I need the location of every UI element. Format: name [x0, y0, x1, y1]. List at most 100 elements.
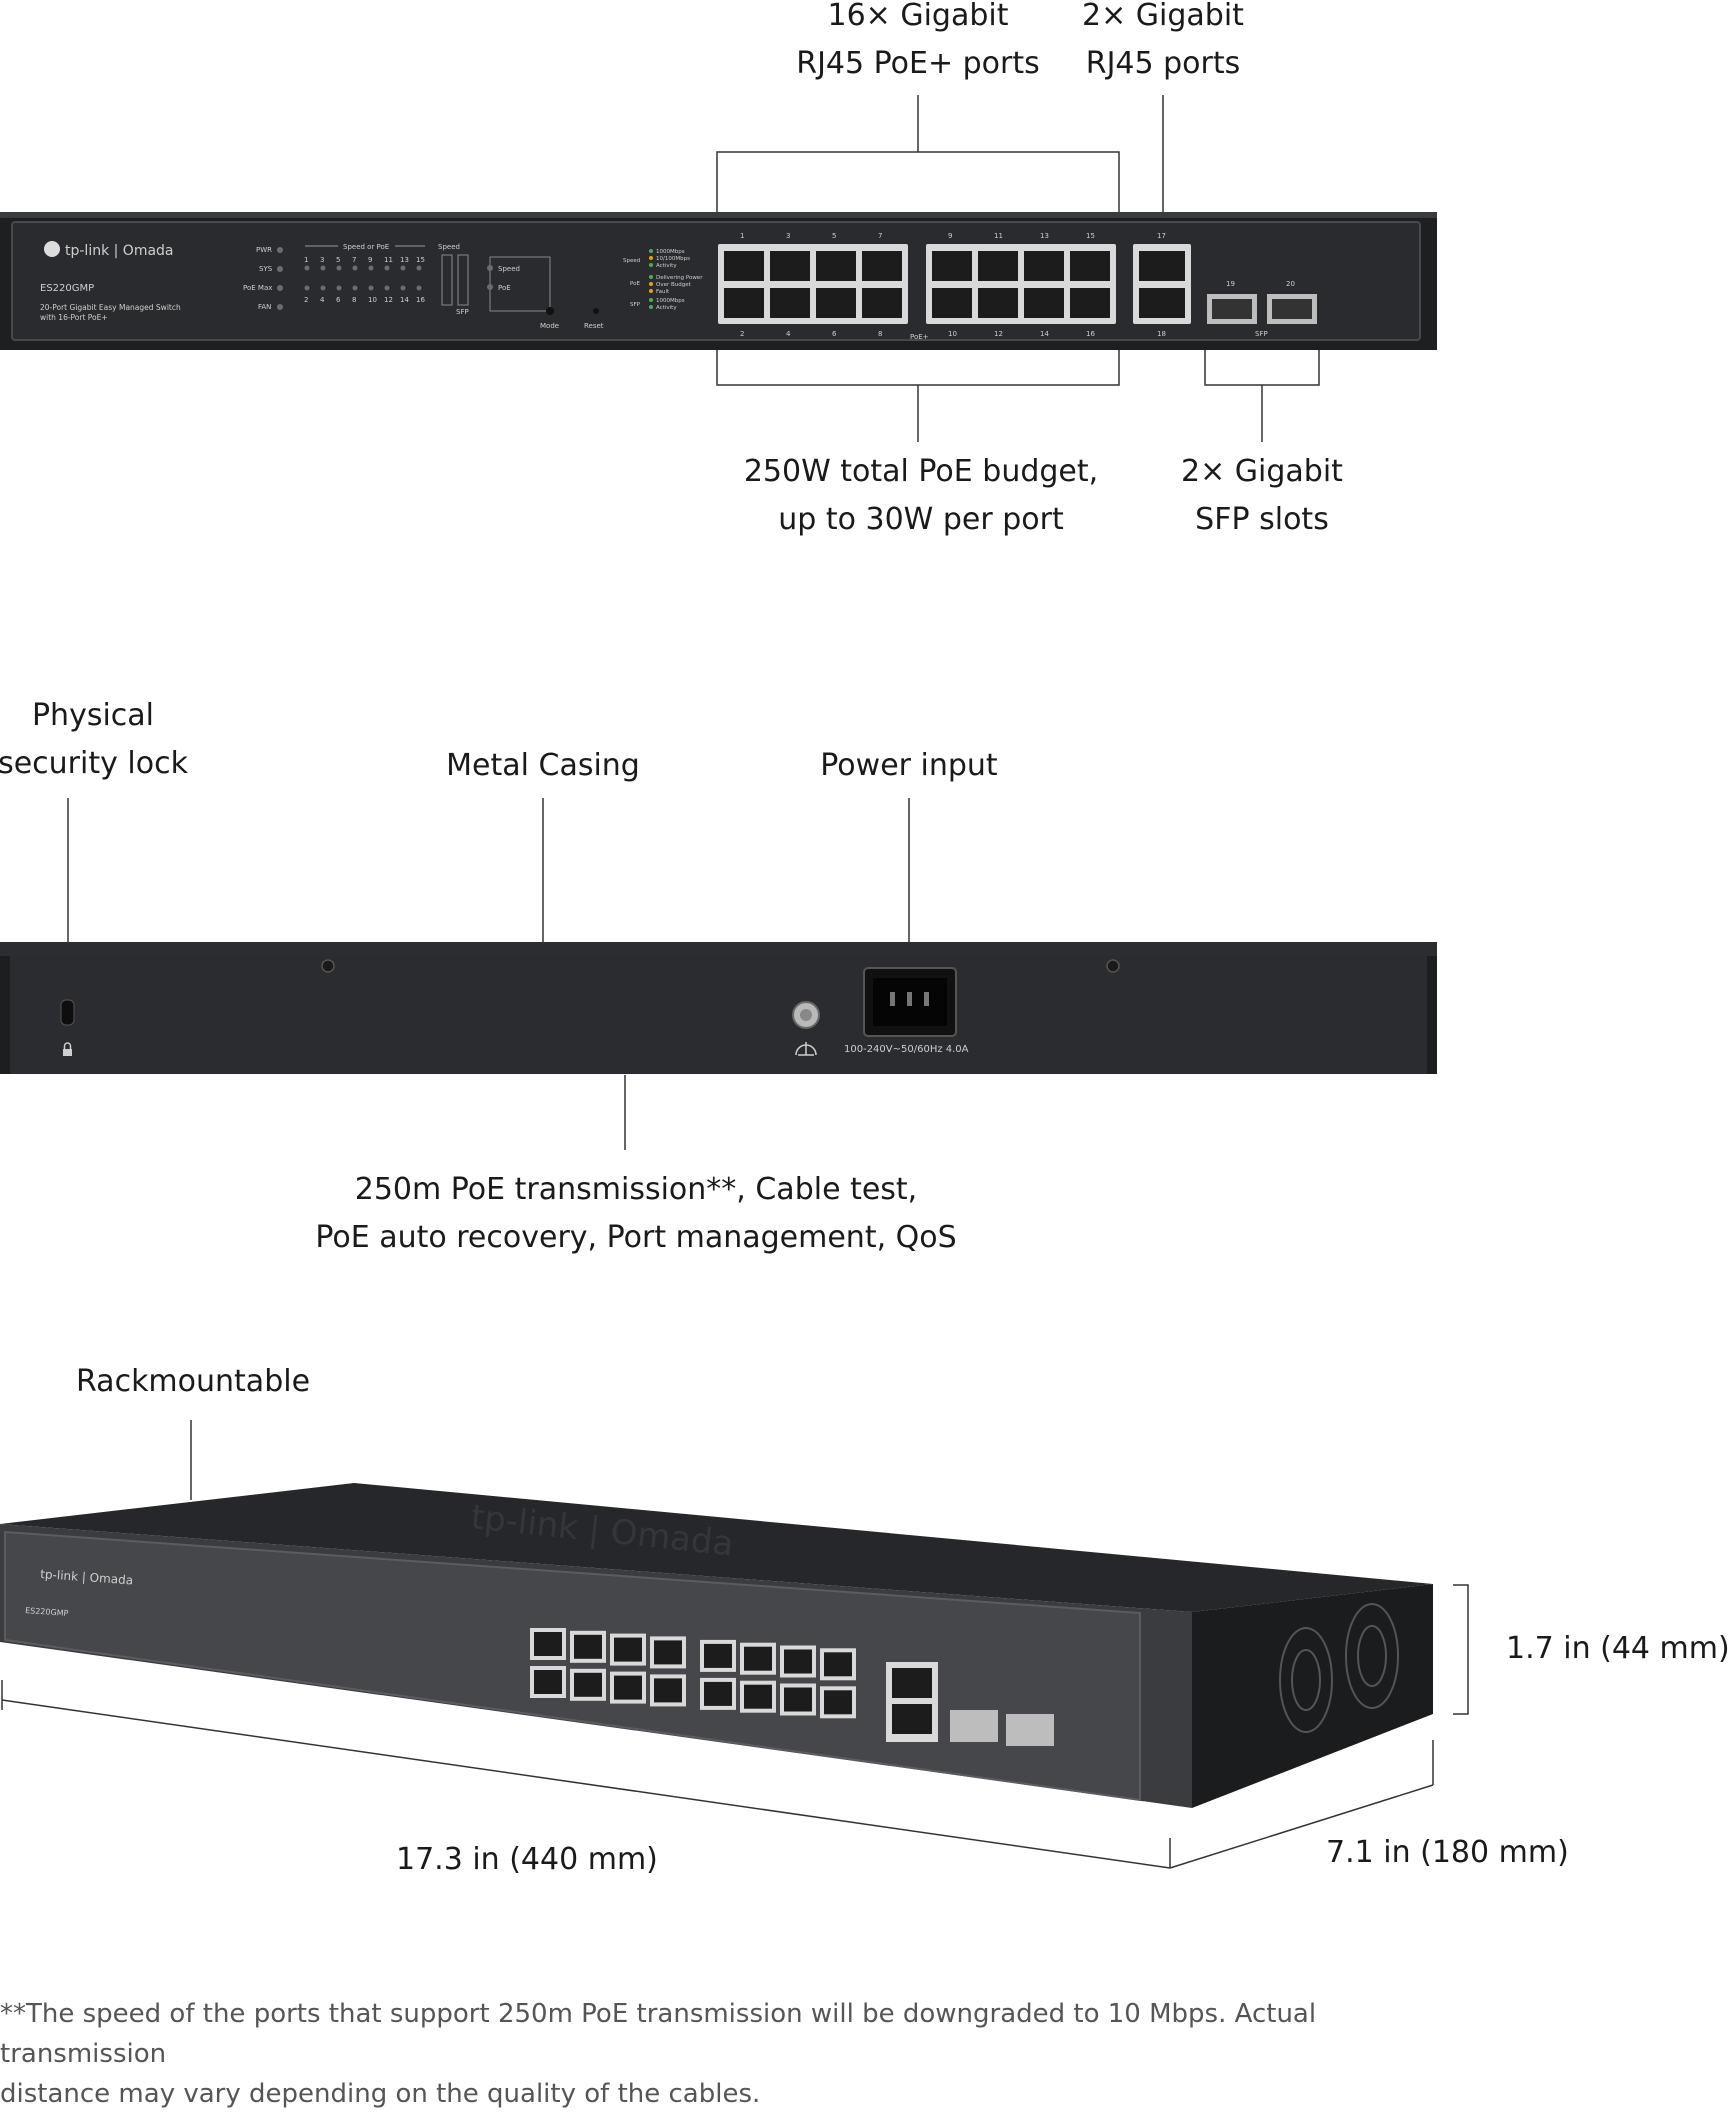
- rj45-port: [1070, 251, 1110, 281]
- callout-poe-budget-line-1: 250W total PoE budget,: [743, 454, 1099, 489]
- iso-sfp-slot: [1006, 1714, 1054, 1746]
- port-17-number: 17: [1157, 232, 1166, 240]
- port-number-top: 3: [786, 232, 790, 240]
- svg-text:10/100Mbps: 10/100Mbps: [656, 256, 690, 262]
- rj45-port: [1024, 288, 1064, 318]
- led-number-top: 1: [304, 256, 308, 264]
- port-number-bottom: 10: [948, 330, 957, 338]
- svg-text:SFP: SFP: [630, 302, 641, 308]
- port-number-top: 9: [948, 232, 952, 240]
- port-19-number: 19: [1226, 280, 1235, 288]
- svg-text:Delivering Power: Delivering Power: [656, 275, 703, 281]
- callout-poe-budget: 250W total PoE budget, up to 30W per por…: [744, 448, 1098, 544]
- port-number-bottom: 14: [1040, 330, 1049, 338]
- led-number-bottom: 2: [304, 296, 308, 304]
- reset-button-label: Reset: [584, 322, 604, 330]
- port-number-top: 1: [740, 232, 744, 240]
- callout-lock: Physical security lock: [0, 692, 188, 788]
- led-number-top: 7: [352, 256, 356, 264]
- port-number-top: 11: [994, 232, 1003, 240]
- description-line-1: 20-Port Gigabit Easy Managed Switch: [40, 303, 181, 312]
- dimension-lines: [1, 1420, 1469, 1869]
- callout-sfp: 2× Gigabit SFP slots: [1181, 448, 1343, 544]
- led-label-fan: FAN: [258, 303, 271, 311]
- svg-text:PoE: PoE: [630, 281, 640, 287]
- led-number-top: 15: [416, 256, 425, 264]
- led-number-bottom: 6: [336, 296, 341, 304]
- speed-label-top: Speed: [438, 243, 460, 251]
- svg-text:Speed: Speed: [623, 258, 640, 264]
- model-text: ES220GMP: [40, 283, 94, 294]
- led-number-bottom: 10: [368, 296, 377, 304]
- power-rating-text: 100-240V~50/60Hz 4.0A: [844, 1044, 969, 1055]
- led-number-bottom: 14: [400, 296, 409, 304]
- port-number-top: 5: [832, 232, 836, 240]
- svg-text:1000Mbps: 1000Mbps: [656, 249, 685, 255]
- iso-brand-text: tp-link | Omada: [40, 1567, 134, 1587]
- callout-rj45-poe-line-2: RJ45 PoE+ ports: [796, 46, 1040, 81]
- callout-rj45: 2× Gigabit RJ45 ports: [1082, 0, 1244, 88]
- rj45-port: [932, 288, 972, 318]
- dimension-height: 1.7 in (44 mm): [1506, 1631, 1730, 1666]
- rj45-port: [978, 288, 1018, 318]
- callout-features-line-1: 250m PoE transmission**, Cable test,: [354, 1172, 918, 1207]
- rj45-port: [862, 251, 902, 281]
- rj45-port: [862, 288, 902, 318]
- ground-symbol-icon: [795, 1042, 817, 1056]
- port-18-number: 18: [1157, 330, 1166, 338]
- callout-sfp-line-2: SFP slots: [1195, 502, 1329, 537]
- rj45-port: [724, 288, 764, 318]
- callout-lock-line-1: Physical: [31, 698, 155, 733]
- port-number-top: 13: [1040, 232, 1049, 240]
- sfp-slot-label: SFP: [1255, 330, 1268, 338]
- fan-vents: [1279, 1603, 1399, 1733]
- led-number-top: 9: [368, 256, 372, 264]
- sfp-slots: 19 20 SFP: [1207, 280, 1317, 338]
- rj45-port: [816, 288, 856, 318]
- port-20-number: 20: [1286, 280, 1295, 288]
- security-lock-slot: [60, 999, 75, 1056]
- switch-body: tp-link | Omada tp-link | Omada ES220GMP: [0, 1483, 1433, 1808]
- description-line-2: with 16-Port PoE+: [40, 313, 108, 322]
- tp-link-logo-icon: [44, 241, 60, 257]
- svg-text:Activity: Activity: [656, 305, 677, 311]
- rj45-port: [770, 251, 810, 281]
- svg-text:Over Budget: Over Budget: [656, 282, 692, 288]
- rear-panel-diagram: 100-240V~50/60Hz 4.0A: [0, 798, 1437, 1150]
- callout-sfp-line-1: 2× Gigabit: [1181, 454, 1343, 489]
- footnote: **The speed of the ports that support 25…: [0, 1994, 1460, 2114]
- led-number-bottom: 12: [384, 296, 393, 304]
- speed-or-poe-label: Speed or PoE: [343, 243, 389, 251]
- port-number-top: 7: [878, 232, 882, 240]
- rj45-port: [816, 251, 856, 281]
- rj45-port: [1024, 251, 1064, 281]
- dimension-width: 17.3 in (440 mm): [396, 1842, 658, 1877]
- rj45-port: [932, 251, 972, 281]
- callout-features: 250m PoE transmission**, Cable test, PoE…: [315, 1166, 956, 1262]
- callout-lock-line-2: security lock: [0, 746, 188, 781]
- led-number-top: 5: [336, 256, 340, 264]
- rj45-port: [770, 288, 810, 318]
- led-number-top: 13: [400, 256, 409, 264]
- led-number-bottom: 4: [320, 296, 325, 304]
- speed-mode-label: Speed: [498, 265, 520, 273]
- footnote-line-1: **The speed of the ports that support 25…: [0, 1999, 1317, 2069]
- rj45-uplink-ports: 17 18: [1133, 232, 1191, 338]
- port-number-bottom: 4: [786, 330, 791, 338]
- port-number-bottom: 8: [878, 330, 882, 338]
- callout-casing: Metal Casing: [446, 748, 640, 783]
- rear-chassis: [0, 942, 1437, 1074]
- dimension-depth: 7.1 in (180 mm): [1326, 1835, 1569, 1870]
- svg-text:Fault: Fault: [656, 289, 670, 295]
- isometric-view-diagram: tp-link | Omada tp-link | Omada ES220GMP: [0, 1420, 1469, 1869]
- front-panel-diagram: tp-link | Omada ES220GMP 20-Port Gigabit…: [0, 95, 1437, 442]
- led-legend: Speed 1000Mbps 10/100Mbps Activity PoE D…: [623, 249, 703, 311]
- callout-power: Power input: [820, 748, 998, 783]
- led-number-bottom: 8: [352, 296, 356, 304]
- lock-icon: [63, 1042, 72, 1056]
- led-number-top: 3: [320, 256, 324, 264]
- led-label-poemax: PoE Max: [243, 284, 272, 292]
- led-number-bottom: 16: [416, 296, 425, 304]
- front-labels: tp-link | Omada ES220GMP 20-Port Gigabit…: [40, 241, 181, 322]
